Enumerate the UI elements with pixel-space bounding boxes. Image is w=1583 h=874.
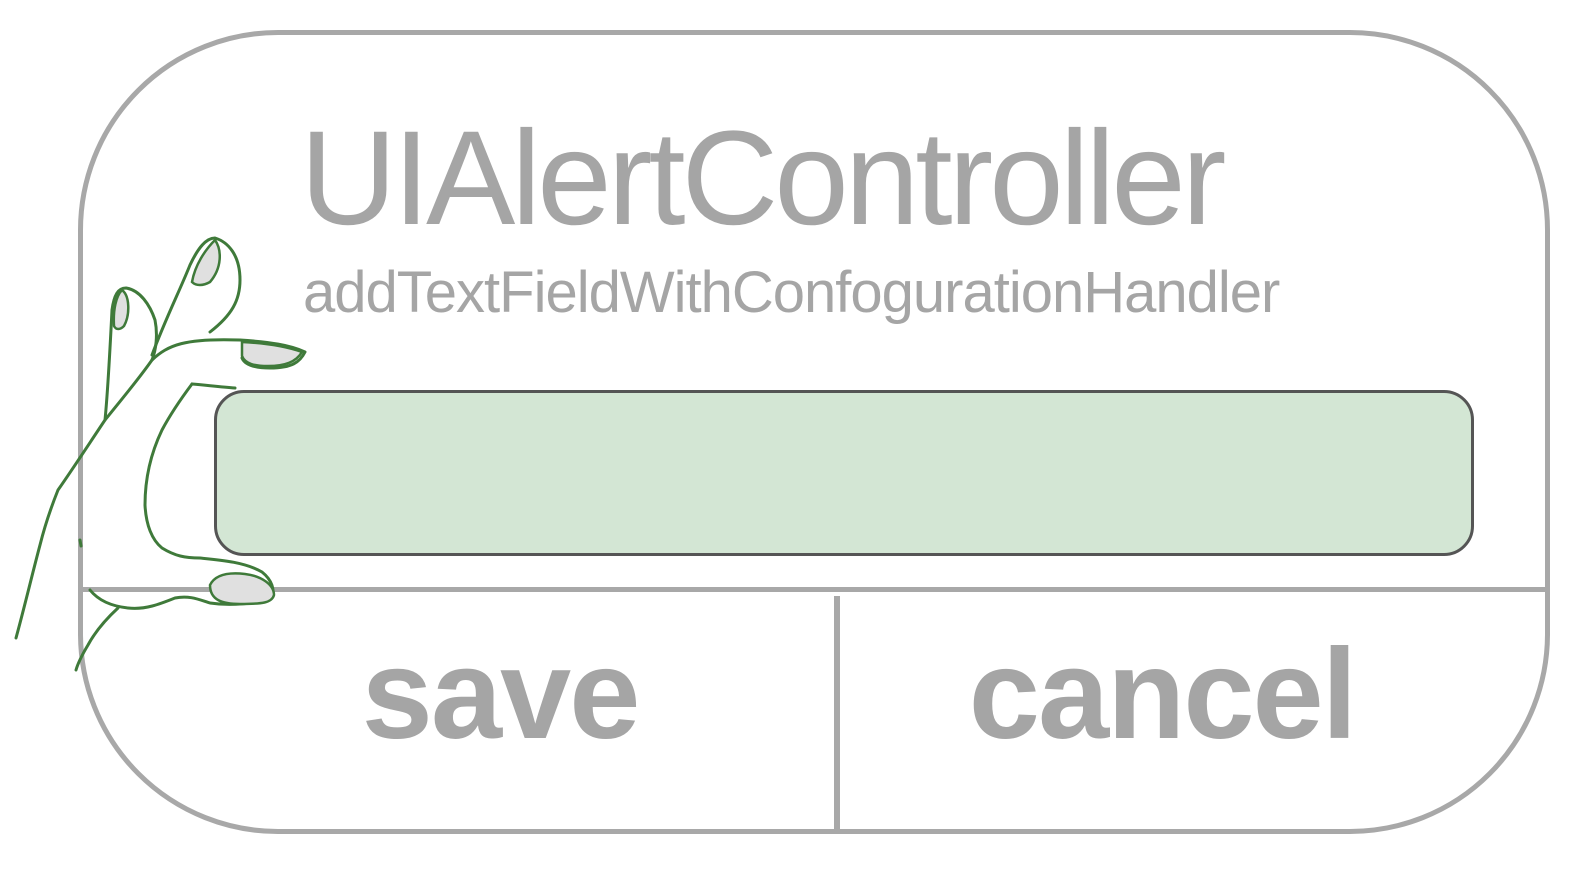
cancel-button[interactable]: cancel [968,623,1358,766]
button-divider-horizontal [80,587,1546,592]
alert-title: UIAlertController [300,104,1226,253]
save-button[interactable]: save [361,623,641,766]
button-divider-vertical [834,596,840,830]
alert-text-field[interactable] [214,390,1474,556]
alert-subtitle: addTextFieldWithConfogurationHandler [303,260,1280,325]
